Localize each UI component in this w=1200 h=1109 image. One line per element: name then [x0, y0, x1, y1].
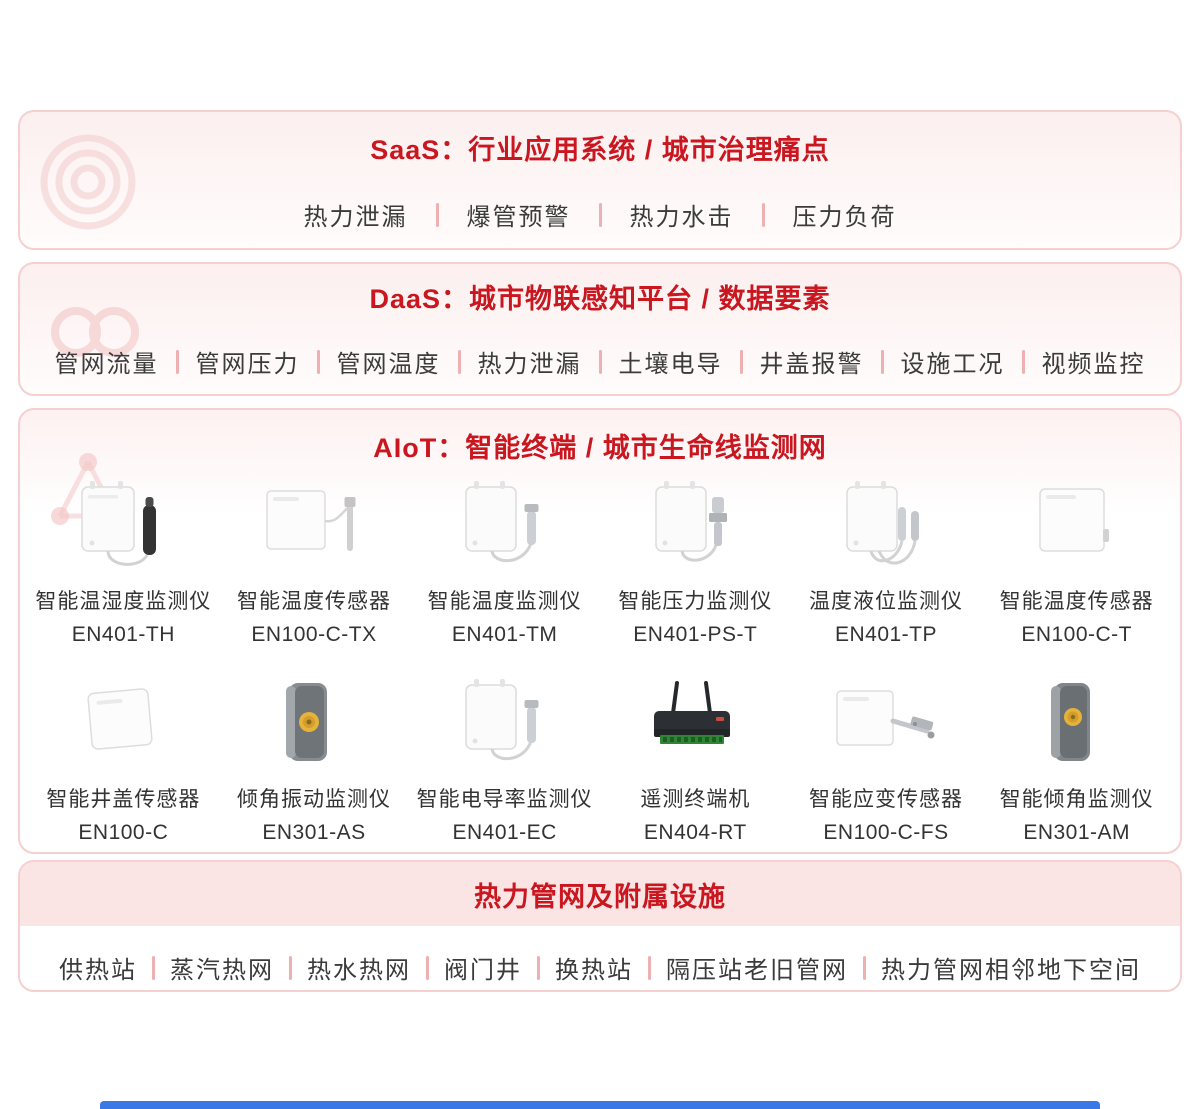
- separator-bar: [1021, 349, 1025, 374]
- product-card: 智能倾角监测仪 EN301-AM: [981, 677, 1172, 845]
- device-image-en404-rt: [620, 677, 770, 777]
- product-name: 温度液位监测仪: [808, 590, 963, 613]
- product-name: 智能温度传感器: [999, 590, 1154, 613]
- daas-item: 管网压力: [195, 351, 300, 378]
- separator-bar: [537, 955, 540, 980]
- separator-bar: [175, 349, 179, 374]
- product-model: EN401-TM: [451, 623, 558, 646]
- product-card: 智能温度传感器 EN100-C-T: [981, 479, 1172, 647]
- device-image-en401-tm: [430, 479, 580, 579]
- daas-section: DaaS：城市物联感知平台 / 数据要素 管网流量 管网压力 管网温度 热力泄漏…: [18, 262, 1182, 396]
- daas-items: 管网流量 管网压力 管网温度 热力泄漏 土壤电导 井盖报警 设施工况 视频监控: [20, 344, 1180, 379]
- device-image-en401-ec: [430, 677, 580, 777]
- product-card: 智能应变传感器 EN100-C-FS: [791, 677, 982, 845]
- product-card: 遥测终端机 EN404-RT: [600, 677, 791, 845]
- product-model: EN404-RT: [643, 821, 747, 844]
- facilities-section: 热力管网及附属设施 供热站 蒸汽热网 热水热网 阀门井 换热站 隔压站老旧管网 …: [18, 860, 1182, 992]
- saas-item: 爆管预警: [466, 204, 571, 231]
- saas-item: 热力水击: [629, 204, 734, 231]
- device-image-en401-th: [48, 479, 198, 579]
- saas-title: SaaS：行业应用系统 / 城市治理痛点: [370, 135, 830, 165]
- separator-bar: [598, 349, 602, 374]
- separator-bar: [648, 955, 651, 980]
- product-name: 智能压力监测仪: [618, 590, 773, 613]
- footer-blue-bar: [100, 1101, 1100, 1109]
- device-image-en100-c: [48, 677, 198, 777]
- product-name: 智能温湿度监测仪: [35, 590, 212, 613]
- product-card: 智能井盖传感器 EN100-C: [28, 677, 219, 845]
- aiot-product-grid: 智能温湿度监测仪 EN401-TH 智能温度传感器 EN: [20, 479, 1180, 845]
- separator-bar: [761, 202, 765, 227]
- saas-item: 热力泄漏: [303, 204, 408, 231]
- facilities-item: 隔压站老旧管网: [666, 957, 848, 984]
- facilities-item: 换热站: [555, 957, 633, 984]
- product-model: EN301-AM: [1023, 821, 1131, 844]
- daas-item: 管网温度: [336, 351, 441, 378]
- product-card: 倾角振动监测仪 EN301-AS: [219, 677, 410, 845]
- saas-item: 压力负荷: [792, 204, 897, 231]
- product-name: 智能井盖传感器: [46, 788, 201, 811]
- product-model: EN401-EC: [452, 821, 557, 844]
- product-card: 智能温湿度监测仪 EN401-TH: [28, 479, 219, 647]
- facilities-item: 阀门井: [444, 957, 522, 984]
- facilities-title: 热力管网及附属设施: [474, 882, 726, 912]
- product-model: EN100-C-TX: [251, 623, 377, 646]
- device-image-en401-ps-t: [620, 479, 770, 579]
- product-name: 倾角振动监测仪: [236, 788, 391, 811]
- product-name: 遥测终端机: [640, 788, 751, 811]
- product-card: 智能温度监测仪 EN401-TM: [409, 479, 600, 647]
- daas-item: 热力泄漏: [477, 351, 582, 378]
- product-card: 温度液位监测仪 EN401-TP: [791, 479, 982, 647]
- product-model: EN301-AS: [262, 821, 366, 844]
- separator-bar: [739, 349, 743, 374]
- separator-bar: [426, 955, 429, 980]
- daas-title: DaaS：城市物联感知平台 / 数据要素: [369, 284, 831, 314]
- separator-bar: [457, 349, 461, 374]
- facilities-item: 热力管网相邻地下空间: [881, 957, 1141, 984]
- product-name: 智能应变传感器: [808, 788, 963, 811]
- separator-bar: [598, 202, 602, 227]
- device-image-en100-c-tx: [239, 479, 389, 579]
- product-card: 智能电导率监测仪 EN401-EC: [409, 677, 600, 845]
- product-model: EN100-C: [78, 821, 169, 844]
- product-name: 智能电导率监测仪: [416, 788, 593, 811]
- product-name: 智能倾角监测仪: [999, 788, 1154, 811]
- product-name: 智能温度监测仪: [427, 590, 582, 613]
- separator-bar: [863, 955, 866, 980]
- aiot-section: AIoT：智能终端 / 城市生命线监测网: [18, 408, 1182, 854]
- device-image-en301-as: [239, 677, 389, 777]
- separator-bar: [152, 955, 155, 980]
- product-card: 智能温度传感器 EN100-C-TX: [219, 479, 410, 647]
- product-model: EN401-TP: [834, 623, 938, 646]
- facilities-items: 供热站 蒸汽热网 热水热网 阀门井 换热站 隔压站老旧管网 热力管网相邻地下空间: [20, 950, 1180, 985]
- separator-bar: [289, 955, 292, 980]
- device-image-en301-am: [1002, 677, 1152, 777]
- daas-item: 管网流量: [54, 351, 159, 378]
- facilities-item: 供热站: [59, 957, 137, 984]
- daas-item: 井盖报警: [759, 351, 864, 378]
- facilities-item: 热水热网: [307, 957, 411, 984]
- facilities-item: 蒸汽热网: [170, 957, 274, 984]
- product-name: 智能温度传感器: [236, 590, 391, 613]
- separator-bar: [435, 202, 439, 227]
- daas-item: 土壤电导: [618, 351, 723, 378]
- product-model: EN100-C-FS: [823, 821, 949, 844]
- product-card: 智能压力监测仪 EN401-PS-T: [600, 479, 791, 647]
- saas-section: SaaS：行业应用系统 / 城市治理痛点 热力泄漏 爆管预警 热力水击 压力负荷: [18, 110, 1182, 250]
- product-model: EN100-C-T: [1021, 623, 1133, 646]
- device-image-en401-tp: [811, 479, 961, 579]
- separator-bar: [880, 349, 884, 374]
- saas-items: 热力泄漏 爆管预警 热力水击 压力负荷: [20, 197, 1180, 232]
- separator-bar: [316, 349, 320, 374]
- product-model: EN401-TH: [71, 623, 175, 646]
- product-model: EN401-PS-T: [633, 623, 758, 646]
- daas-item: 设施工况: [900, 351, 1005, 378]
- device-image-en100-c-fs: [811, 677, 961, 777]
- facilities-header-band: 热力管网及附属设施: [20, 862, 1180, 926]
- aiot-title: AIoT：智能终端 / 城市生命线监测网: [373, 433, 827, 463]
- daas-item: 视频监控: [1041, 351, 1146, 378]
- device-image-en100-c-t: [1002, 479, 1152, 579]
